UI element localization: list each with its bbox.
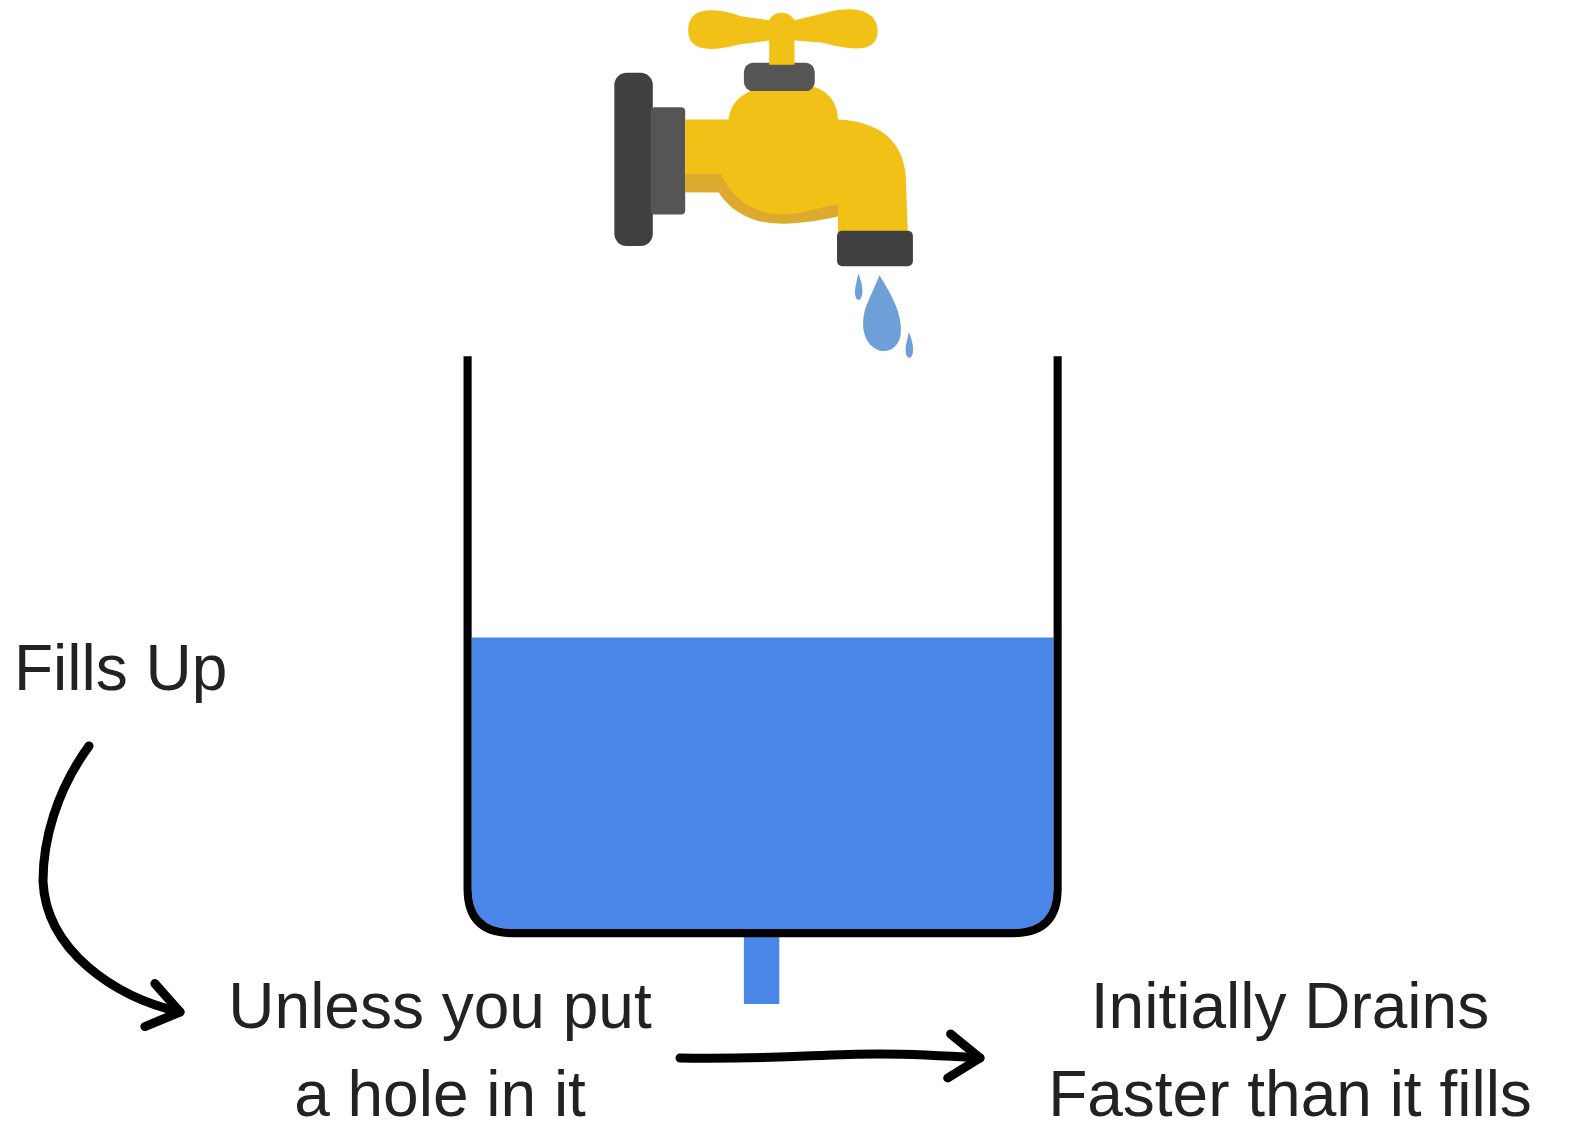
faucet-body [685,86,908,235]
text-node: Unless you put a hole in it [180,962,680,1138]
arrow-head [145,984,180,1027]
faucet-handle [688,9,877,64]
arrow-line [43,746,180,1012]
water [472,638,1054,929]
water-drop [906,332,914,358]
faucet-stem [744,63,815,91]
node-label: Unless you put a hole in it [220,962,660,1138]
tank-wall [468,356,1058,933]
text-node: Initially Drains Faster than it fills [980,962,1550,1138]
faucet-spout-tip [837,231,913,266]
arrow-line [680,1054,980,1058]
text-node: Fills Up [14,628,294,746]
faucet-collar [651,107,685,214]
water-drop [855,273,863,300]
faucet-shade [685,174,838,224]
flow-arrow [43,746,180,1027]
node-label: Initially Drains Faster than it fills [1030,962,1550,1138]
arrow-head [948,1034,980,1078]
flow-arrow [680,1034,980,1078]
water-drop [863,275,901,351]
faucet-flange [614,73,652,246]
node-label: Fills Up [14,628,294,708]
